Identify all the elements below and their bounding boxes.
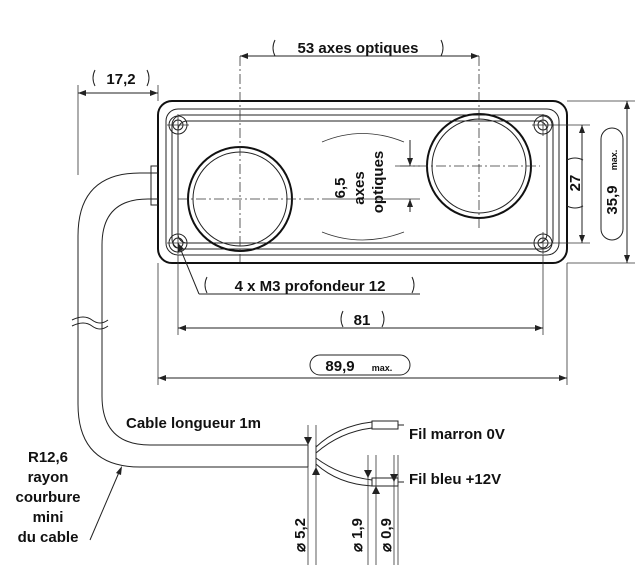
label-wire-brown: Fil marron 0V [409, 426, 505, 443]
dim-max-height-suffix: max. [609, 150, 619, 171]
label-wire-blue: Fil bleu +12V [409, 471, 501, 488]
bend-radius-line-4: mini [33, 509, 64, 526]
bend-radius-line-5: du cable [18, 529, 79, 546]
dim-optical-height-value: 6,5 [332, 178, 349, 199]
label-bend-radius: R12,6 rayon courbure mini du cable [15, 449, 80, 546]
sensor-housing [150, 100, 568, 264]
center-lines [178, 56, 540, 262]
arc-bottom [321, 231, 405, 241]
dim-optical-height-word2: optiques [370, 151, 387, 214]
dim-holes: 4 x M3 profondeur 12 [235, 278, 386, 295]
dim-cable-diameter: ⌀ 5,2 [292, 518, 309, 552]
dim-max-height-value: 35,9 [604, 185, 621, 214]
mounting-hole-top-right [532, 114, 554, 136]
bend-radius-line-1: R12,6 [28, 449, 68, 466]
dim-hole-spacing: 81 [354, 312, 371, 329]
dim-core-diameter: ⌀ 0,9 [378, 518, 395, 552]
dim-optical-axes: 53 axes optiques [298, 40, 419, 57]
label-cable-length: Cable longueur 1m [126, 415, 261, 432]
mounting-hole-bottom-right [532, 232, 554, 254]
bend-radius-line-3: courbure [15, 489, 80, 506]
dim-cable-offset: 17,2 [106, 71, 135, 88]
dim-optical-height-word1: axes [351, 171, 368, 204]
bend-radius-line-2: rayon [28, 469, 69, 486]
dim-wire-diameter: ⌀ 1,9 [349, 518, 366, 552]
wire-blue [315, 457, 404, 487]
dim-max-length-suffix: max. [372, 363, 393, 373]
dim-max-length-value: 89,9 [325, 358, 354, 375]
mounting-hole-top-left [167, 114, 189, 136]
arc-top [321, 133, 405, 143]
wire-brown [315, 420, 404, 454]
dim-mount-height: 27 [567, 175, 584, 192]
